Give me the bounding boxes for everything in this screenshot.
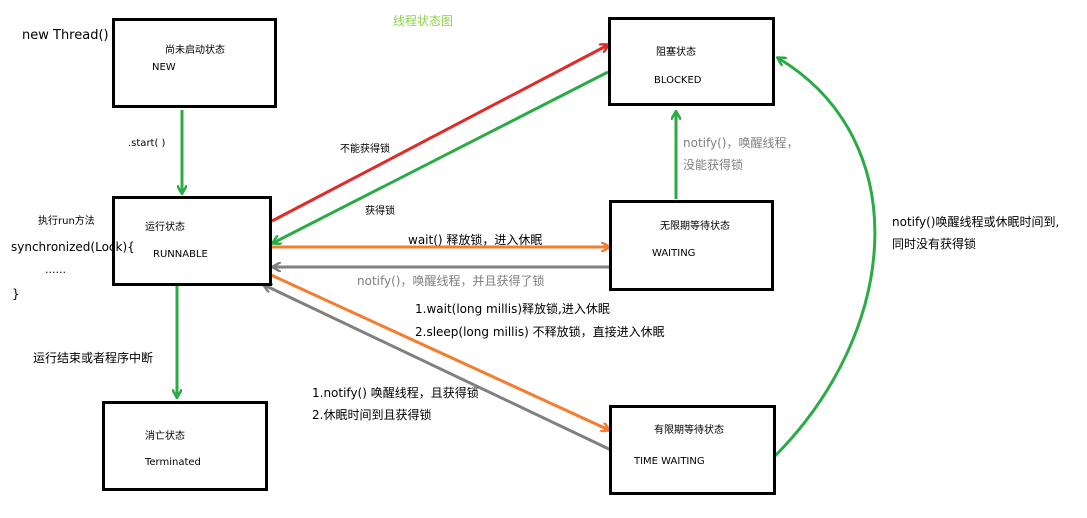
state-timed-en: TIME WAITING	[634, 456, 705, 467]
label-sync-open: synchronized(Lock){	[11, 240, 135, 254]
label-start: .start( )	[128, 138, 166, 149]
label-timed-enter-1: 1.wait(long millis)释放锁,进入休眠	[415, 302, 610, 316]
label-run-method: 执行run方法	[38, 216, 95, 227]
label-timed-enter-2: 2.sleep(long millis) 不释放锁，直接进入休眠	[415, 325, 665, 339]
state-new-en: NEW	[152, 62, 176, 73]
state-blocked-cn: 阻塞状态	[656, 47, 696, 58]
state-timed-waiting: 有限期等待状态 TIME WAITING	[609, 405, 776, 495]
arrow-timed-to-runnable	[264, 285, 612, 452]
state-terminated-cn: 消亡状态	[145, 431, 185, 442]
state-new: 尚未启动状态 NEW	[112, 18, 277, 108]
label-notify-waiting-2: 没能获得锁	[683, 158, 744, 172]
label-sync-close: }	[12, 287, 20, 301]
arrow-runnable-to-timed	[270, 273, 609, 430]
label-got-lock: 获得锁	[365, 206, 395, 217]
state-timed-cn: 有限期等待状态	[654, 425, 724, 436]
label-notify-got: notify()，唤醒线程，并且获得了锁	[357, 274, 545, 288]
label-timed-exit-1: 1.notify() 唤醒线程，且获得锁	[312, 386, 479, 400]
diagram-title: 线程状态图	[393, 14, 454, 28]
label-notify-waiting-1: notify()，唤醒线程，	[683, 136, 799, 150]
label-sync-dots: ......	[45, 263, 66, 276]
state-runnable: 运行状态 RUNNABLE	[112, 196, 272, 286]
label-timed-blocked-1: notify()唤醒线程或休眠时间到,	[892, 215, 1060, 229]
state-new-cn: 尚未启动状态	[165, 45, 225, 56]
label-timed-exit-2: 2.休眠时间到且获得锁	[312, 408, 432, 422]
state-terminated: 消亡状态 Terminated	[102, 401, 268, 491]
state-waiting-en: WAITING	[652, 248, 696, 259]
arrow-runnable-to-blocked	[271, 45, 608, 223]
arrow-timed-to-blocked	[773, 58, 877, 458]
state-runnable-en: RUNNABLE	[153, 249, 208, 260]
label-end: 运行结束或者程序中断	[33, 351, 154, 365]
state-blocked-en: BLOCKED	[654, 75, 702, 86]
label-no-lock: 不能获得锁	[340, 144, 390, 155]
state-waiting-cn: 无限期等待状态	[660, 221, 730, 232]
state-terminated-en: Terminated	[145, 457, 201, 468]
state-waiting: 无限期等待状态 WAITING	[609, 200, 774, 291]
arrow-blocked-to-runnable	[273, 70, 609, 243]
label-new-thread: new Thread()	[22, 28, 109, 43]
label-timed-blocked-2: 同时没有获得锁	[892, 237, 977, 251]
state-runnable-cn: 运行状态	[145, 222, 185, 233]
state-blocked: 阻塞状态 BLOCKED	[608, 17, 775, 106]
label-wait-release: wait() 释放锁，进入休眠	[408, 233, 543, 247]
